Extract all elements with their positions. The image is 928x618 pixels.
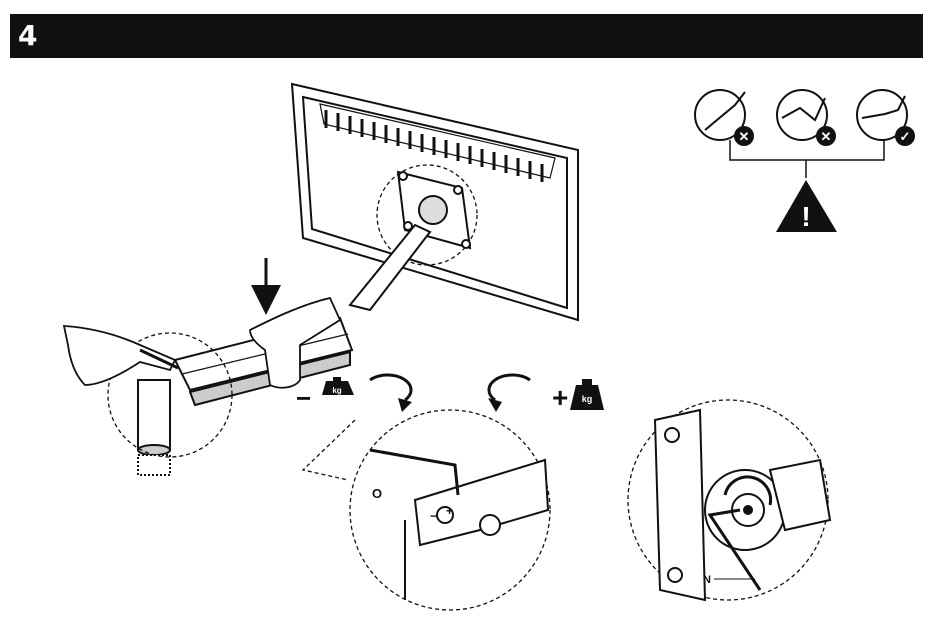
rotate-arrow-icon [723, 475, 773, 506]
step-number: 4 [18, 19, 38, 52]
posture-example-2 [776, 89, 828, 141]
warning-triangle: ! [776, 180, 837, 232]
weight-increase-control: + kg [487, 373, 604, 413]
incorrect-badge-1 [734, 126, 754, 146]
adjuster-detail-callout: O − + [301, 409, 551, 611]
warning-symbol: ! [801, 201, 810, 232]
posture-examples: ✕ ✕ ✓ [694, 89, 915, 178]
posture-connector-lines [729, 140, 885, 178]
hand-pressing-arm [249, 296, 342, 389]
plus-sign: + [552, 382, 568, 413]
adjuster-minus-label: − [430, 509, 437, 523]
weight-icon-minus [322, 377, 354, 395]
monitor-vent-slots [324, 110, 544, 182]
tension-screw-detail: N [627, 399, 832, 602]
weight-icon-plus [570, 379, 604, 410]
callout-label-o: O [372, 486, 382, 501]
counterclockwise-arrow-icon [369, 373, 413, 402]
correct-mark: ✓ [900, 129, 911, 144]
minus-sign: − [296, 383, 311, 413]
clockwise-arrow-icon [487, 373, 531, 402]
step-header-bar: 4 [10, 14, 923, 58]
correct-badge [895, 126, 915, 146]
arm-base-pole [137, 379, 171, 476]
adjuster-plus-label: + [446, 504, 453, 518]
base-joint-highlight-circle [107, 332, 233, 458]
weight-decrease-control: − kg [296, 373, 413, 413]
weight-unit-minus: kg [332, 386, 341, 395]
incorrect-mark-2: ✕ [821, 129, 832, 144]
hand-holding-hex-key [62, 325, 179, 386]
hex-key-o [369, 448, 460, 496]
weight-unit-plus: kg [582, 394, 593, 404]
incorrect-mark-1: ✕ [739, 129, 750, 144]
incorrect-badge-2 [816, 126, 836, 146]
hex-key-n [707, 508, 762, 591]
mount-highlight-circle [376, 164, 478, 266]
callout-label-n: N [703, 574, 711, 586]
